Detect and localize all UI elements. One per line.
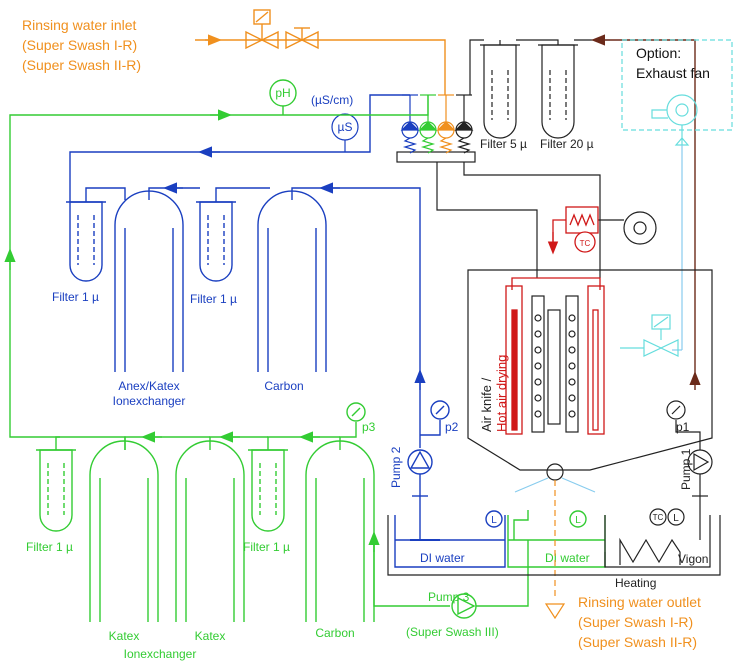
filter-20-label: Filter 20 µ bbox=[540, 137, 594, 151]
conductivity-text: µS bbox=[338, 120, 353, 134]
pump-2-label: Pump 2 bbox=[389, 446, 403, 488]
gauge-p1-label: p1 bbox=[676, 420, 690, 434]
katex-a-label: Katex bbox=[109, 629, 140, 643]
inlet-line2: (Super Swash II-R) bbox=[22, 57, 141, 73]
exhaust-fan-label: Exhaust fan bbox=[636, 65, 710, 81]
valve-manifold bbox=[396, 94, 476, 163]
blue-filter-1-label: Filter 1 µ bbox=[52, 290, 99, 304]
tc-vigon: TC bbox=[653, 513, 664, 522]
anex-label: Anex/Katex bbox=[118, 379, 179, 393]
inlet-label: Rinsing water inlet (Super Swash I-R) (S… bbox=[22, 17, 141, 73]
di-water-1-label: DI water bbox=[420, 551, 465, 565]
damper-valve bbox=[620, 314, 679, 357]
outlet-title: Rinsing water outlet bbox=[578, 594, 701, 610]
outlet-line2: (Super Swash II-R) bbox=[578, 634, 697, 650]
option-label: Option: bbox=[636, 45, 681, 61]
ionexchanger-blue-label: Ionexchanger bbox=[113, 394, 186, 408]
ph-sensor: pH bbox=[275, 86, 290, 100]
hot-air-drying-label: Hot air drying bbox=[494, 355, 509, 432]
return-line bbox=[591, 34, 701, 390]
di-water-2-label: DI water bbox=[545, 551, 590, 565]
outlet-label: Rinsing water outlet (Super Swash I-R) (… bbox=[578, 594, 701, 650]
inlet-line bbox=[195, 9, 446, 95]
chamber-drain bbox=[514, 477, 596, 620]
pump-3-subtitle: (Super Swash III) bbox=[406, 625, 499, 639]
pump-3-label: Pump 3 bbox=[428, 590, 470, 604]
prefilter-group bbox=[469, 39, 610, 139]
carbon-green-label: Carbon bbox=[315, 626, 354, 640]
gauge-p2-label: p2 bbox=[445, 420, 459, 434]
vigon-label: Vigon bbox=[678, 552, 708, 566]
level-sensor-2: L bbox=[575, 515, 581, 526]
gauge-p3-label: p3 bbox=[362, 420, 376, 434]
outlet-line1: (Super Swash I-R) bbox=[578, 614, 693, 630]
green-filter-2-label: Filter 1 µ bbox=[243, 540, 290, 554]
blue-filter-2-label: Filter 1 µ bbox=[190, 292, 237, 306]
air-knife-label: Air knife / bbox=[479, 377, 494, 432]
inlet-line1: (Super Swash I-R) bbox=[22, 37, 137, 53]
carbon-blue-label: Carbon bbox=[264, 379, 303, 393]
exhaust-fan-option bbox=[621, 39, 733, 351]
conductivity-sensor: µS bbox=[331, 113, 359, 152]
level-sensor-vigon: L bbox=[673, 513, 679, 524]
conductivity-unit: (µS/cm) bbox=[311, 93, 353, 107]
pump-1-label: Pump 1 bbox=[679, 448, 693, 490]
level-sensor-1: L bbox=[491, 515, 497, 526]
green-circuit bbox=[4, 79, 606, 622]
inlet-title: Rinsing water inlet bbox=[22, 17, 136, 33]
ionexchanger-green-label: Ionexchanger bbox=[124, 647, 197, 661]
katex-b-label: Katex bbox=[195, 629, 226, 643]
blue-circuit bbox=[66, 94, 506, 568]
tank-frame bbox=[387, 515, 721, 576]
hot-air-circuit bbox=[505, 206, 605, 435]
heating-label: Heating bbox=[615, 576, 656, 590]
dark-supply bbox=[436, 162, 713, 568]
filter-5-label: Filter 5 µ bbox=[480, 137, 527, 151]
green-filter-1-label: Filter 1 µ bbox=[26, 540, 73, 554]
tc-heater: TC bbox=[580, 239, 591, 248]
